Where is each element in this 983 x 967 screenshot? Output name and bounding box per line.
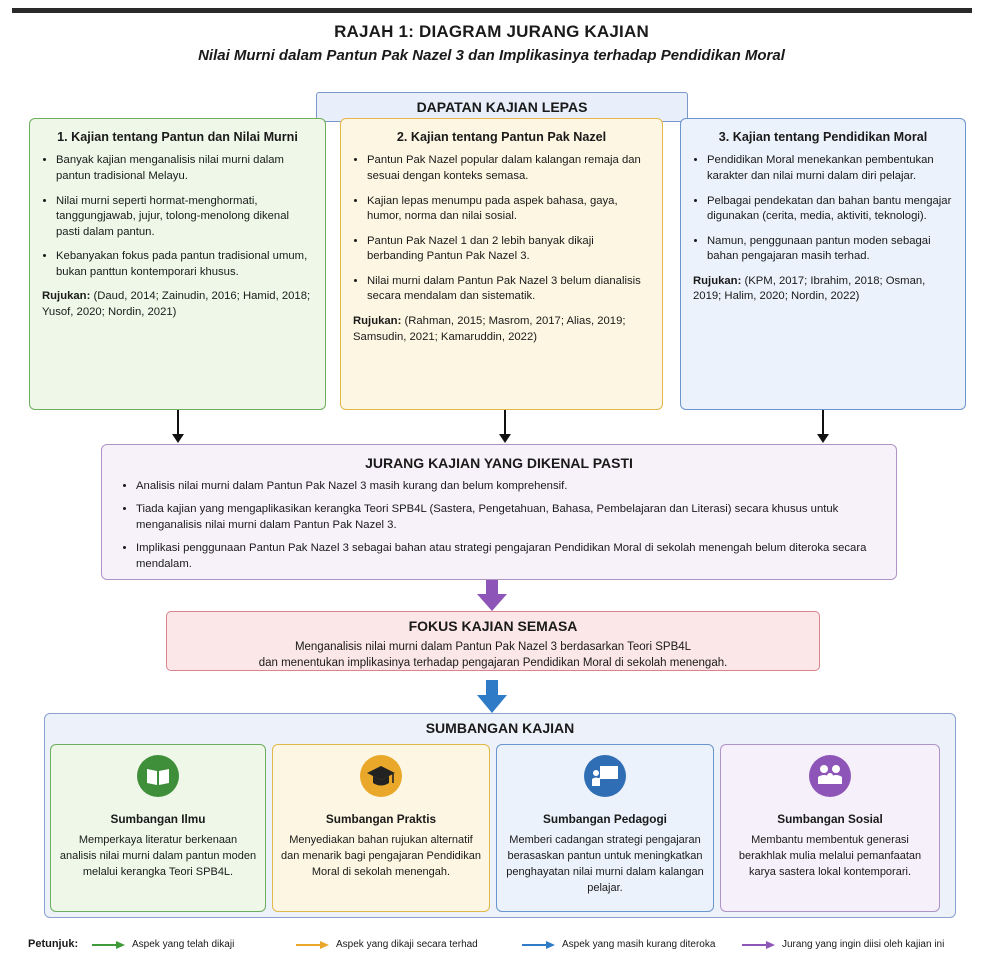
- study-bullet: Pantun Pak Nazel 1 dan 2 lebih banyak di…: [367, 234, 650, 265]
- reference-label: Rujukan:: [353, 314, 402, 327]
- gap-heading: JURANG KAJIAN YANG DIKENAL PASTI: [365, 455, 633, 471]
- study-heading: 1. Kajian tentang Pantun dan Nilai Murni: [57, 130, 298, 144]
- teacher-board-icon: [584, 755, 626, 797]
- diagram-subtitle: Nilai Murni dalam Pantun Pak Nazel 3 dan…: [198, 47, 785, 64]
- reference-text: (KPM, 2017; Ibrahim, 2018; Osman, 2019; …: [693, 274, 926, 303]
- arrow-right-orange-icon: [296, 941, 329, 949]
- arrow-down-icon: [817, 410, 829, 443]
- legend-text: Aspek yang masih kurang diteroka: [562, 939, 716, 950]
- research-gap-box: JURANG KAJIAN YANG DIKENAL PASTI Analisi…: [101, 444, 897, 580]
- arrow-down-icon: [172, 410, 184, 443]
- reference-label: Rujukan:: [693, 274, 742, 287]
- contributions-heading: SUMBANGAN KAJIAN: [425, 720, 575, 736]
- people-group-icon: [809, 755, 851, 797]
- study-references: Rujukan: (Rahman, 2015; Masrom, 2017; Al…: [353, 314, 650, 345]
- study-references: Rujukan: (KPM, 2017; Ibrahim, 2018; Osma…: [693, 274, 953, 305]
- focus-line: Menganalisis nilai murni dalam Pantun Pa…: [294, 640, 692, 653]
- diagram-title: RAJAH 1: DIAGRAM JURANG KAJIAN: [334, 22, 649, 41]
- card-title: Sumbangan Praktis: [325, 812, 437, 826]
- reference-text: (Rahman, 2015; Masrom, 2017; Alias, 2019…: [353, 314, 626, 343]
- study-references: Rujukan: (Daud, 2014; Zainudin, 2016; Ha…: [42, 289, 313, 320]
- study-box-pantun-pak-nazel: 2. Kajian tentang Pantun Pak Nazel Pantu…: [340, 118, 663, 410]
- card-text: Memberi cadangan strategi pengajaran ber…: [506, 834, 704, 894]
- card-title: Sumbangan Pedagogi: [543, 812, 667, 826]
- arrow-down-icon: [499, 410, 511, 443]
- arrow-right-blue-icon: [522, 941, 555, 949]
- study-heading: 2. Kajian tentang Pantun Pak Nazel: [396, 130, 607, 144]
- study-bullet: Pendidikan Moral menekankan pembentukan …: [707, 153, 953, 184]
- legend-text: Aspek yang telah dikaji: [132, 939, 235, 950]
- card-title: Sumbangan Sosial: [777, 812, 883, 826]
- arrow-right-green-icon: [92, 941, 125, 949]
- arrow-right-purple-icon: [742, 941, 775, 949]
- study-bullet: Nilai murni dalam Pantun Pak Nazel 3 bel…: [367, 274, 650, 305]
- arrow-down-blue-icon: [477, 680, 507, 713]
- study-bullet: Pelbagai pendekatan dan bahan bantu meng…: [707, 194, 953, 225]
- legend: Petunjuk: Aspek yang telah dikaji Aspek …: [14, 935, 983, 957]
- focus-line: dan menentukan implikasinya terhadap pen…: [258, 656, 728, 669]
- study-bullet: Pantun Pak Nazel popular dalam kalangan …: [367, 153, 650, 184]
- current-focus-box: FOKUS KAJIAN SEMASA Menganalisis nilai m…: [166, 611, 820, 671]
- legend-label: Petunjuk:: [28, 938, 79, 950]
- study-bullet: Banyak kajian menganalisis nilai murni d…: [56, 153, 313, 184]
- legend-text: Jurang yang ingin diisi oleh kajian ini: [782, 939, 945, 950]
- gap-bullet: Analisis nilai murni dalam Pantun Pak Na…: [136, 478, 880, 494]
- contribution-card-praktis: Sumbangan Praktis Menyediakan bahan ruju…: [272, 744, 490, 912]
- contribution-card-ilmu: Sumbangan Ilmu Memperkaya literatur berk…: [50, 744, 266, 912]
- reference-text: (Daud, 2014; Zainudin, 2016; Hamid, 2018…: [42, 290, 311, 318]
- gap-bullet: Implikasi penggunaan Pantun Pak Nazel 3 …: [136, 540, 880, 572]
- card-text: Menyediakan bahan rujukan alternatif dan…: [281, 834, 481, 878]
- study-heading: 3. Kajian tentang Pendidikan Moral: [718, 130, 928, 144]
- study-bullet: Kajian lepas menumpu pada aspek bahasa, …: [367, 194, 650, 225]
- book-icon: [137, 755, 179, 797]
- arrow-down-purple-icon: [477, 580, 507, 611]
- card-title: Sumbangan Ilmu: [110, 812, 206, 826]
- legend-text: Aspek yang dikaji secara terhad: [336, 939, 478, 950]
- top-rule: [12, 8, 972, 13]
- study-bullet: Namun, penggunaan pantun moden sebagai b…: [707, 234, 953, 265]
- graduation-cap-icon: [360, 755, 402, 797]
- card-text: Memperkaya literatur berkenaan analisis …: [59, 834, 257, 878]
- focus-heading: FOKUS KAJIAN SEMASA: [408, 618, 578, 634]
- reference-label: Rujukan:: [42, 290, 91, 303]
- gap-bullet: Tiada kajian yang mengaplikasikan kerang…: [136, 501, 880, 533]
- study-box-pendidikan-moral: 3. Kajian tentang Pendidikan Moral Pendi…: [680, 118, 966, 410]
- study-bullet: Nilai murni seperti hormat-menghormati, …: [56, 194, 313, 241]
- card-text: Membantu membentuk generasi berakhlak mu…: [738, 834, 922, 878]
- study-box-pantun-nilai-murni: 1. Kajian tentang Pantun dan Nilai Murni…: [29, 118, 326, 410]
- previous-findings-label: DAPATAN KAJIAN LEPAS: [316, 92, 688, 122]
- study-bullet: Kebanyakan fokus pada pantun tradisional…: [56, 249, 313, 280]
- contribution-card-sosial: Sumbangan Sosial Membantu membentuk gene…: [720, 744, 940, 912]
- contribution-card-pedagogi: Sumbangan Pedagogi Memberi cadangan stra…: [496, 744, 714, 912]
